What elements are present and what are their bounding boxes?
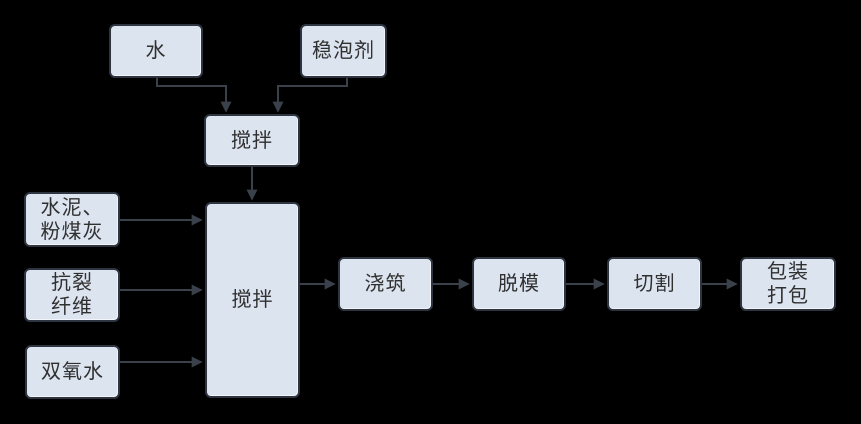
node-foam-stabilizer: 稳泡剂 <box>300 24 387 78</box>
node-pouring: 浇筑 <box>338 257 433 311</box>
node-main-mix: 搅拌 <box>205 202 300 398</box>
node-premix: 搅拌 <box>204 114 300 167</box>
node-hydrogen-peroxide: 双氧水 <box>25 345 120 399</box>
edge-foam-stabilizer-premix <box>272 78 348 113</box>
node-water: 水 <box>109 24 203 78</box>
node-cement-flyash: 水泥、 粉煤灰 <box>24 192 120 247</box>
node-packing: 包装 打包 <box>740 257 836 311</box>
edge-water-premix <box>156 78 232 113</box>
node-anticrack-fiber: 抗裂 纤维 <box>24 268 120 322</box>
node-demolding: 脱模 <box>472 257 566 311</box>
node-cutting: 切割 <box>607 257 702 311</box>
